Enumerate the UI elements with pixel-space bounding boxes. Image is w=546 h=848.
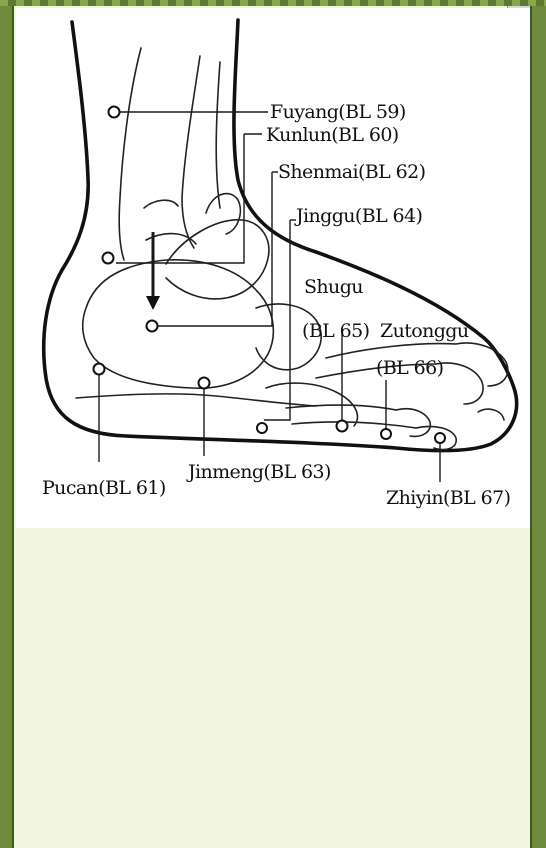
label-zhiyin: Zhiyin(BL 67) [386, 487, 510, 509]
label-zutonggu: Zutonggu [380, 320, 469, 342]
arrow-icon [146, 232, 160, 310]
point-jinggu [257, 423, 267, 433]
label-pucan: Pucan(BL 61) [42, 477, 166, 499]
label-fuyang: Fuyang(BL 59) [270, 101, 406, 123]
point-pucan [94, 364, 105, 375]
label-shugu: Shugu [304, 276, 363, 298]
foot-outline [44, 20, 517, 451]
point-shugu [337, 421, 348, 432]
foot-diagram-svg: Fuyang(BL 59) Kunlun(BL 60) Shenmai(BL 6… [16, 8, 530, 528]
point-fuyang [109, 107, 120, 118]
label-zutonggu-code: (BL 66) [376, 357, 443, 379]
label-jinmeng: Jinmeng(BL 63) [186, 461, 331, 483]
point-jinmeng [199, 378, 210, 389]
label-shugu-code: (BL 65) [302, 320, 369, 342]
label-shenmai: Shenmai(BL 62) [278, 161, 425, 183]
point-shenmai [147, 321, 158, 332]
label-kunlun: Kunlun(BL 60) [266, 124, 399, 146]
point-zutonggu [381, 429, 391, 439]
point-kunlun [103, 253, 114, 264]
foot-diagram: Fuyang(BL 59) Kunlun(BL 60) Shenmai(BL 6… [16, 8, 530, 528]
acupoint-markers [94, 107, 446, 444]
point-zhiyin [435, 433, 445, 443]
label-jinggu: Jinggu(BL 64) [294, 205, 422, 227]
